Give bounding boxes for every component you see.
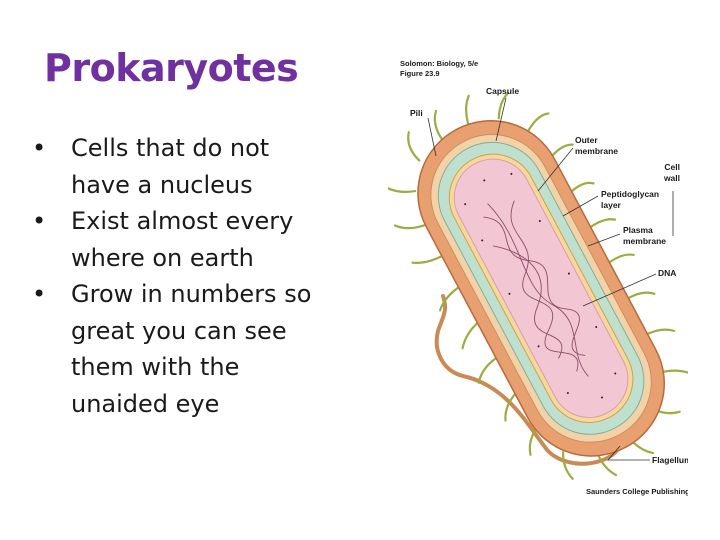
bullet-line: unaided eye <box>71 389 220 418</box>
bullet-item: • Grow in numbers so great you can see t… <box>28 276 358 422</box>
label-outer-membrane-1: Outer <box>575 135 598 145</box>
bullet-line: great you can see <box>71 316 287 345</box>
label-pili: Pili <box>410 108 423 118</box>
publisher-credit: Saunders College Publishing <box>586 487 688 496</box>
bullet-line: Exist almost every <box>71 207 294 235</box>
label-peptidoglycan-1: Peptidoglycan <box>601 189 659 199</box>
bullet-item: • Exist almost every where on earth <box>28 203 358 276</box>
ribosome-dots <box>464 172 617 399</box>
label-cell-wall-2: wall <box>663 173 680 183</box>
bullet-item: • Cells that do not have a nucleus <box>28 130 358 203</box>
label-outer-membrane-2: membrane <box>575 146 618 156</box>
label-cell-wall-1: Cell <box>664 162 680 172</box>
source-line-2: Figure 23.9 <box>400 69 440 78</box>
label-plasma-membrane-1: Plasma <box>623 225 653 235</box>
slide-title: Prokaryotes <box>44 46 299 90</box>
bullet-line: them with the <box>71 353 240 381</box>
label-peptidoglycan-2: layer <box>601 200 622 210</box>
label-dna: DNA <box>658 268 676 278</box>
leader-lines <box>427 97 674 461</box>
label-capsule: Capsule <box>486 86 519 96</box>
label-flagellum: Flagellum <box>652 455 688 465</box>
bullet-line: Grow in numbers so <box>71 280 312 308</box>
bullet-marker: • <box>32 280 47 308</box>
bullet-line: have a nucleus <box>71 170 253 199</box>
bacterium-svg: Solomon: Biology, 5/e Figure 23.9 <box>388 59 688 496</box>
bacterium-diagram: Solomon: Biology, 5/e Figure 23.9 <box>388 46 688 506</box>
bullet-marker: • <box>32 134 47 162</box>
bullet-marker: • <box>32 207 47 235</box>
label-plasma-membrane-2: membrane <box>623 236 666 246</box>
bullet-list: • Cells that do not have a nucleus • Exi… <box>28 130 358 422</box>
cell-body <box>388 91 688 480</box>
dna-strands <box>483 200 589 377</box>
bullet-line: Cells that do not <box>71 134 270 162</box>
source-line-1: Solomon: Biology, 5/e <box>400 59 478 68</box>
bullet-line: where on earth <box>71 243 254 272</box>
